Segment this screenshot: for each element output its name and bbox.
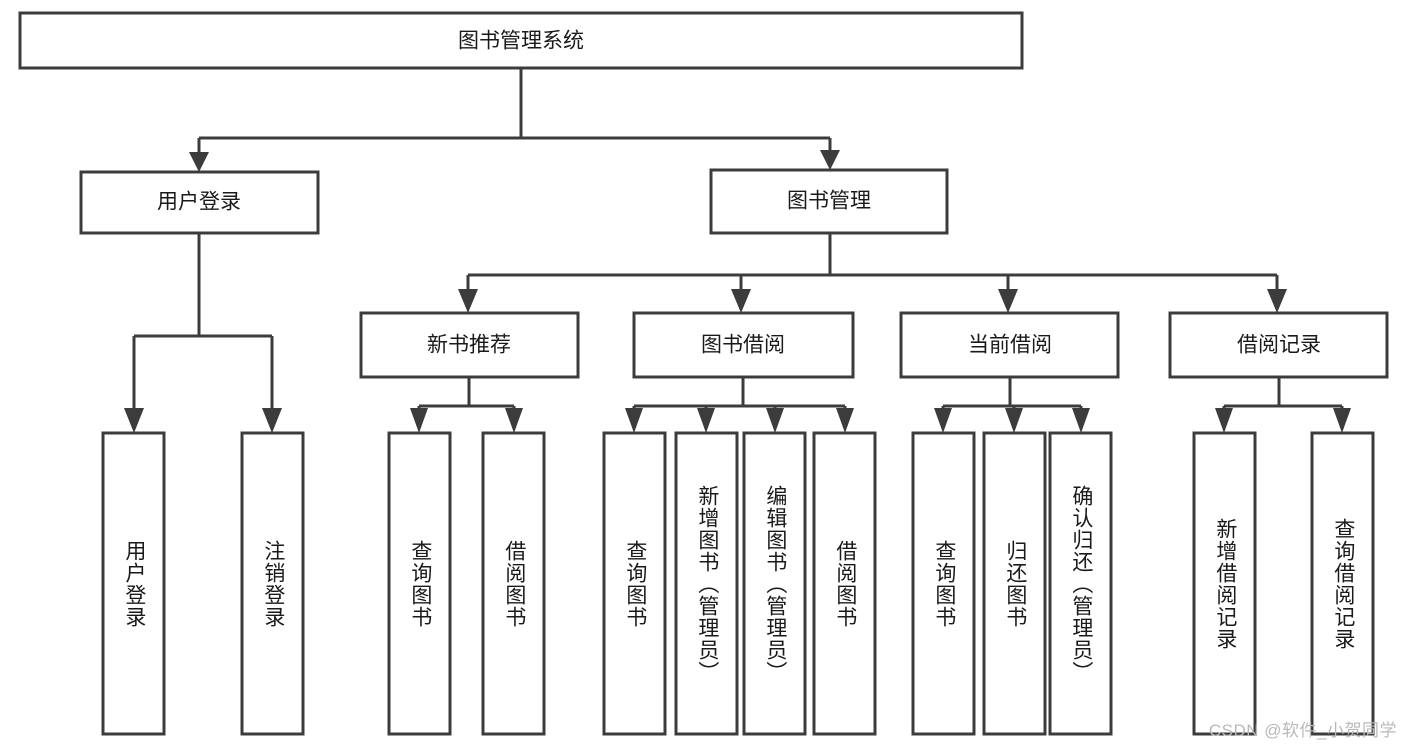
node-borrow-book-1-box[interactable]: [481, 431, 546, 736]
connector-layer: [124, 68, 1351, 433]
node-query-book-2-box[interactable]: [602, 431, 667, 736]
node-book-manage-box[interactable]: [709, 168, 949, 235]
node-borrow-record[interactable]: 借阅记录: [1168, 311, 1389, 379]
node-root[interactable]: 图书管理系统: [18, 11, 1024, 70]
arrow-head-user-login: [189, 152, 209, 172]
node-borrow-record-label: 借阅记录: [1237, 334, 1321, 357]
node-borrow-record-box[interactable]: [1168, 311, 1389, 379]
arrow-head-book-manage: [820, 150, 840, 170]
node-book-borrow[interactable]: 图书借阅: [632, 311, 855, 379]
node-confirm-return-admin-box[interactable]: [1048, 431, 1113, 736]
node-root-box[interactable]: [18, 11, 1024, 70]
node-new-book-recommend[interactable]: 新书推荐: [359, 311, 580, 379]
arrow-head-query-book-2: [625, 408, 643, 433]
node-root-label: 图书管理系统: [458, 30, 584, 53]
arrow-head-add-book-admin: [697, 408, 715, 433]
arrow-head-query-book-1: [410, 408, 428, 433]
node-user-login-do-box[interactable]: [101, 431, 166, 736]
node-book-borrow-box[interactable]: [632, 311, 855, 379]
node-new-book-recommend-box[interactable]: [359, 311, 580, 379]
arrow-head-borrow-record: [1267, 289, 1287, 313]
arrow-head-add-borrow-record: [1215, 408, 1233, 433]
node-current-borrow[interactable]: 当前借阅: [899, 311, 1120, 379]
node-add-book-admin-box[interactable]: [674, 431, 739, 736]
node-current-borrow-box[interactable]: [899, 311, 1120, 379]
arrow-head-edit-book-admin: [766, 408, 784, 433]
node-query-borrow-record-box[interactable]: [1310, 431, 1375, 736]
node-book-manage[interactable]: 图书管理: [709, 168, 949, 235]
watermark-text: CSDN @软件_小贺同学: [1208, 721, 1397, 740]
node-user-login-box[interactable]: [79, 170, 320, 235]
node-user-login[interactable]: 用户登录: [79, 170, 320, 235]
arrow-head-return-book: [1005, 408, 1023, 433]
node-return-book-box[interactable]: [982, 431, 1047, 736]
node-current-borrow-label: 当前借阅: [968, 334, 1052, 357]
node-add-borrow-record-box[interactable]: [1192, 431, 1257, 736]
node-user-login-label: 用户登录: [157, 191, 241, 214]
arrow-head-confirm-return-admin: [1072, 408, 1090, 433]
node-book-borrow-label: 图书借阅: [701, 334, 785, 357]
arrow-head-new-book-recommend: [458, 289, 478, 313]
arrow-head-borrow-book-1: [505, 408, 523, 433]
node-layer: 图书管理系统 用户登录 图书管理 新书推荐 图书借阅 当前借阅: [18, 11, 1389, 736]
node-user-logout-box[interactable]: [240, 431, 305, 736]
node-query-book-1-box[interactable]: [387, 431, 452, 736]
node-new-book-recommend-label: 新书推荐: [427, 334, 511, 357]
node-query-book-3-box[interactable]: [911, 431, 976, 736]
node-edit-book-admin-box[interactable]: [742, 431, 807, 736]
node-borrow-book-2-box[interactable]: [812, 431, 877, 736]
arrow-head-query-borrow-record: [1333, 408, 1351, 433]
arrow-head-current-borrow: [998, 289, 1018, 313]
arrow-head-user-login-do: [124, 408, 144, 433]
arrow-head-book-borrow: [731, 289, 751, 313]
node-book-manage-label: 图书管理: [787, 190, 871, 213]
arrow-head-user-logout: [262, 408, 282, 433]
arrow-head-borrow-book-2: [836, 408, 854, 433]
arrow-head-query-book-3: [934, 408, 952, 433]
